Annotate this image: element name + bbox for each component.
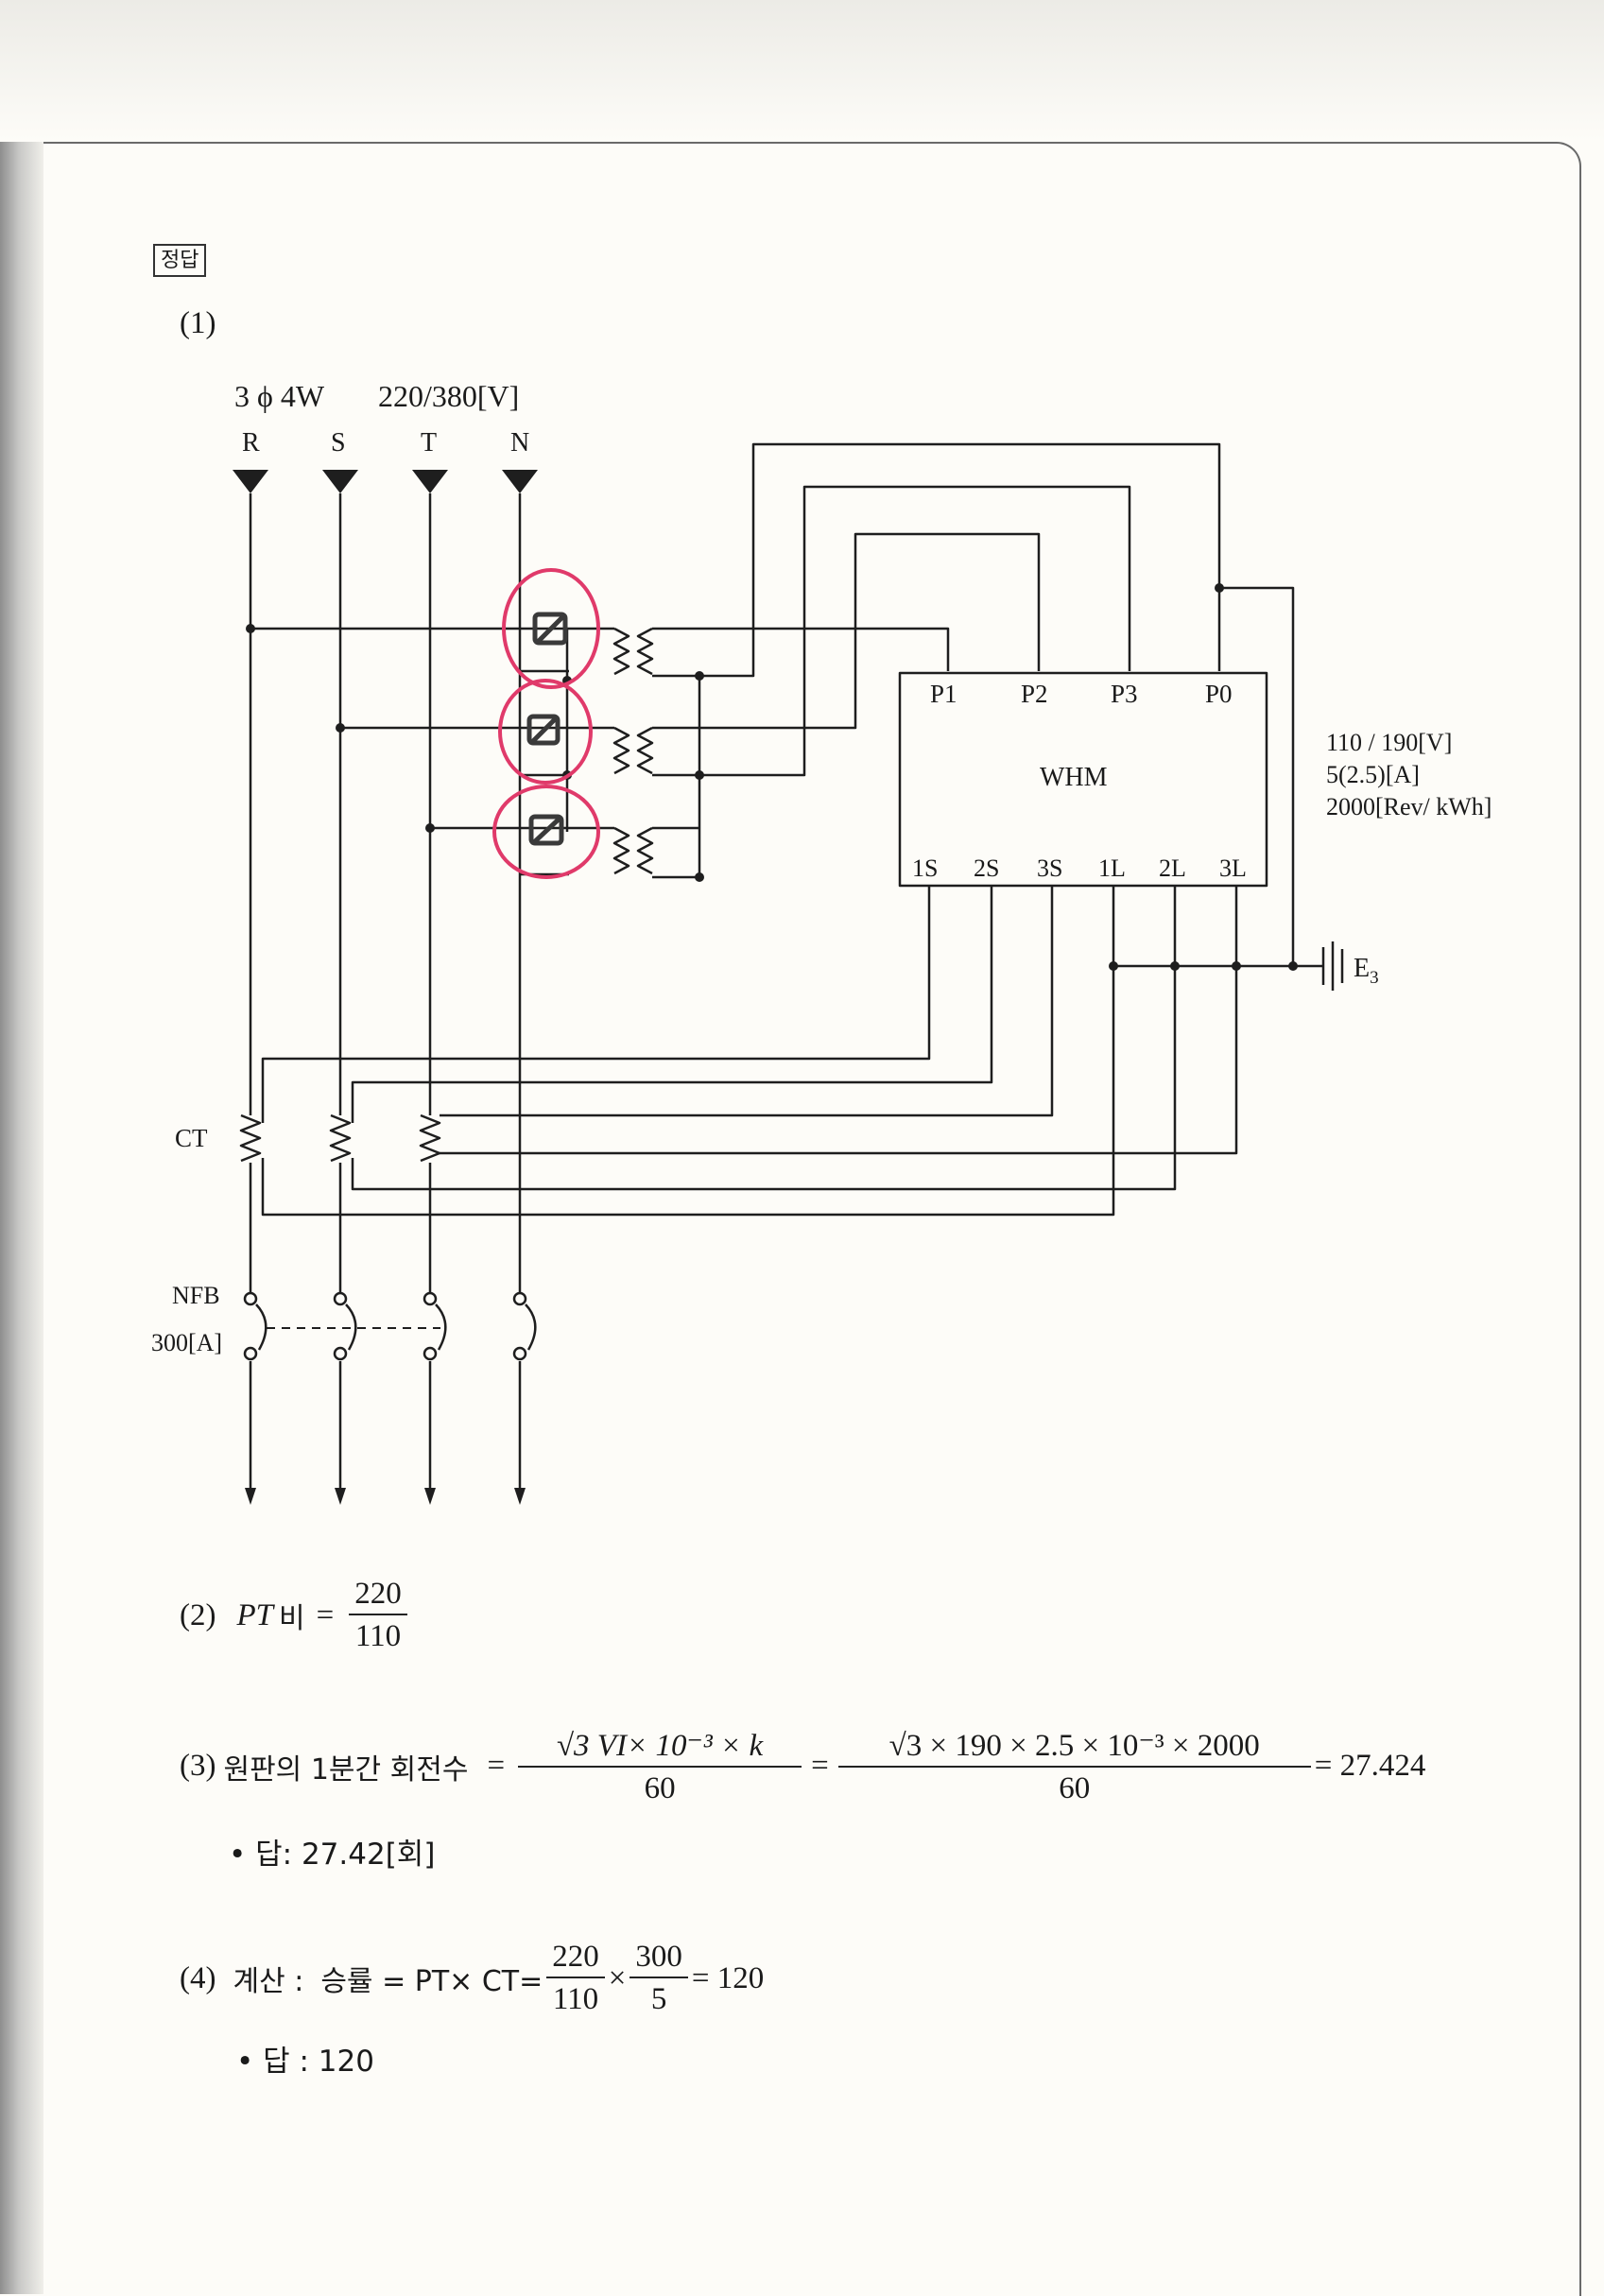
page-top-shadow (0, 0, 1604, 142)
part2-lhs-ko: 비 (279, 1602, 305, 1635)
voltage-label: 220/380[V] (378, 379, 519, 413)
part4-number: (4) (180, 1960, 216, 1995)
system-label: 3 ϕ 4W (234, 379, 325, 413)
terminal-2s: 2S (974, 855, 999, 882)
part3-label: 원판의 1분간 회전수 (223, 1752, 469, 1787)
part3-equals-2: = (811, 1749, 829, 1783)
meter-name: WHM (1040, 763, 1108, 792)
terminal-p3: P3 (1111, 680, 1138, 708)
pt-secondary-wiring (652, 442, 1295, 966)
nfb-rating: 300[A] (151, 1329, 222, 1356)
part3-equals-1: = (487, 1749, 506, 1783)
part3-fraction-1-denominator: 60 (644, 1771, 676, 1805)
meter-rating-current: 5(2.5)[A] (1326, 761, 1420, 788)
meter-rating-voltage: 110 / 190[V] (1326, 729, 1452, 756)
part2-fraction: 220 110 (349, 1577, 407, 1654)
whm-meter-box (898, 671, 1268, 888)
part3-fraction-1-numerator: √3 VI× 10⁻³ × k (518, 1726, 802, 1768)
part3-number: (3) (180, 1749, 216, 1783)
part4-answer: • 답 : 120 (236, 2045, 374, 2079)
phase-r-label: R (242, 428, 260, 457)
part1-number: (1) (180, 306, 216, 340)
part4-fraction-2-numerator: 300 (630, 1940, 688, 1978)
part4-fraction-2-denominator: 5 (650, 1982, 667, 2016)
part2-denominator: 110 (354, 1619, 402, 1653)
nfb-breakers (243, 1291, 537, 1361)
load-arrows (245, 1488, 526, 1505)
part4-result: = 120 (691, 1960, 765, 1995)
red-annotation-circles (492, 568, 600, 879)
part4-equation: (4) 계산 : 승률 = PT× CT= 220 110 × 300 5 = … (180, 1940, 764, 2017)
ground-symbol (1321, 941, 1344, 991)
pt-slashed-marks (526, 612, 568, 846)
terminal-1l: 1L (1098, 855, 1126, 882)
phase-n-label: N (510, 428, 529, 457)
phase-lines (249, 493, 522, 1493)
phase-s-label: S (331, 428, 346, 457)
part2-number: (2) (180, 1597, 216, 1632)
answer-badge: 정답 (153, 244, 207, 277)
part3-fraction-1: √3 VI× 10⁻³ × k 60 (518, 1726, 802, 1806)
part2-numerator: 220 (349, 1577, 407, 1615)
terminal-3s: 3S (1037, 855, 1062, 882)
wiring-diagram: 3 ϕ 4W 220/380[V] R S T N P1 P2 P3 P0 WH… (151, 379, 1492, 1505)
terminal-3l: 3L (1219, 855, 1247, 882)
ct-label: CT (175, 1124, 208, 1152)
part4-fraction-1: 220 110 (546, 1940, 605, 2017)
pt-coils (612, 627, 654, 875)
part2-lhs: PT (236, 1597, 273, 1632)
ct-secondary-wiring (261, 886, 1323, 1217)
meter-rating-constant: 2000[Rev/ kWh] (1326, 793, 1492, 820)
part2-equals: = (316, 1597, 335, 1632)
part3-result: = 27.424 (1314, 1749, 1426, 1783)
part3-fraction-2-denominator: 60 (1059, 1771, 1091, 1805)
terminal-p0: P0 (1205, 680, 1233, 708)
part3-answer: • 답: 27.42[회] (229, 1838, 436, 1872)
part3-fraction-2: √3 × 190 × 2.5 × 10⁻³ × 2000 60 (837, 1726, 1311, 1806)
nfb-label: NFB (172, 1282, 220, 1309)
part4-fraction-1-numerator: 220 (546, 1940, 605, 1978)
ct-coils (239, 1113, 441, 1163)
part2-equation: (2) PT 비 = 220 110 (180, 1577, 411, 1654)
part4-label: 계산 : (233, 1965, 304, 1998)
terminal-1s: 1S (912, 855, 938, 882)
part4-expression: 승률 = PT× CT= (320, 1965, 543, 1998)
part3-equation: (3) 원판의 1분간 회전수 = √3 VI× 10⁻³ × k 60 = √… (180, 1726, 1425, 1806)
supply-arrows (233, 470, 538, 493)
terminal-2l: 2L (1159, 855, 1186, 882)
part4-times: × (608, 1960, 627, 1995)
terminal-p2: P2 (1021, 680, 1048, 708)
page-frame (43, 142, 1581, 2296)
terminal-p1: P1 (930, 680, 957, 708)
phase-t-label: T (421, 428, 437, 457)
part3-fraction-2-numerator: √3 × 190 × 2.5 × 10⁻³ × 2000 (837, 1726, 1311, 1768)
page-binding-shadow (0, 0, 43, 2294)
part4-fraction-2: 300 5 (630, 1940, 688, 2017)
ground-label: E3 (1354, 954, 1379, 988)
junction-dots (246, 583, 1298, 971)
part4-fraction-1-denominator: 110 (552, 1982, 599, 2016)
